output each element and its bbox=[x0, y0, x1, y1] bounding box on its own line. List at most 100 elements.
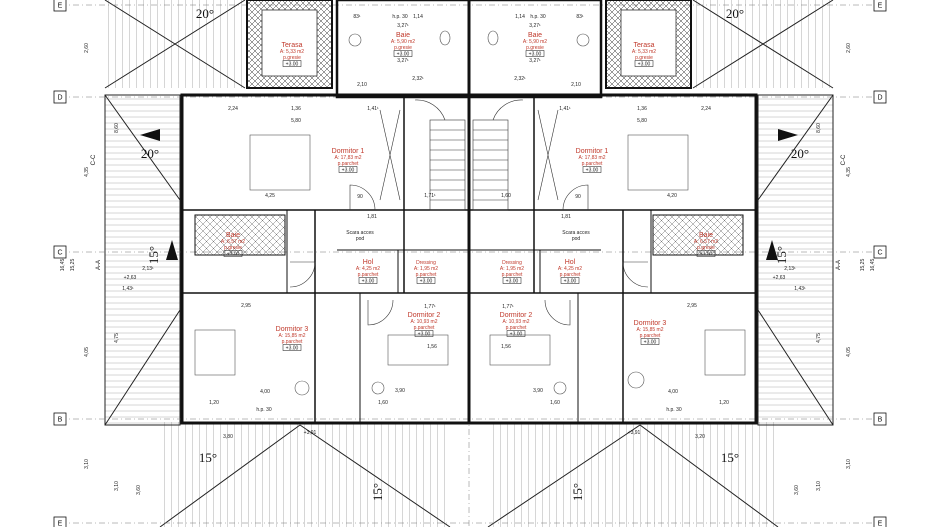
dim-mid: 5,80 bbox=[291, 118, 301, 124]
room-finish: p.parchet bbox=[282, 339, 303, 345]
dim-side-left: 4,05 bbox=[84, 347, 90, 357]
furniture bbox=[194, 30, 746, 396]
dim-bottom: 3,20 bbox=[695, 434, 705, 440]
room-level: +3.00 bbox=[586, 168, 599, 174]
dim-side-right: 3,60 bbox=[794, 485, 800, 495]
room-finish: p.parchet bbox=[358, 272, 379, 278]
grid-label-right-box bbox=[873, 90, 887, 104]
doors bbox=[289, 184, 649, 326]
roof-angle: 15° bbox=[146, 246, 161, 264]
room-label-4: Dormitor 1A: 17,83 m2p.parchet+3.00 bbox=[332, 148, 365, 174]
dim-side-right: 4,35 bbox=[846, 167, 852, 177]
room-label-5: Dormitor 1A: 17,83 m2p.parchet+3.00 bbox=[576, 148, 609, 174]
parapet-label: h.p. 30 bbox=[666, 407, 682, 413]
room-label-12: Dormitor 2A: 10,93 m2p.parchet+3.00 bbox=[408, 312, 441, 338]
dim-side-right: 4,05 bbox=[846, 347, 852, 357]
room-area: A: 5,90 m2 bbox=[523, 39, 547, 45]
roof-angle-labels: 20°20°20°20°15°15°15°15°15°15° bbox=[141, 6, 809, 501]
room-level: +3.00 bbox=[397, 52, 410, 58]
dim-top: 1,41¹ bbox=[559, 106, 571, 112]
room-area: A: 10,93 m2 bbox=[411, 319, 438, 325]
room-area: A: 15,85 m2 bbox=[279, 333, 306, 339]
room-level-box bbox=[634, 60, 654, 67]
room-area: A: 17,83 m2 bbox=[335, 155, 362, 161]
section-mark-cc: C-C bbox=[841, 154, 847, 165]
room-name: Hol bbox=[565, 259, 576, 266]
room-finish: p.gresie bbox=[394, 45, 412, 51]
dim-mid: 4,25 bbox=[265, 193, 275, 199]
parapet-label: h.p. 30 bbox=[256, 407, 272, 413]
room-name: Terasa bbox=[633, 42, 654, 49]
dim-bottom: 1,60 bbox=[550, 400, 560, 406]
dim-level: 1,43¹ bbox=[122, 286, 134, 292]
grid-label-right: E bbox=[878, 521, 883, 527]
room-name: Dormitor 3 bbox=[276, 326, 309, 333]
room-level: +3.00 bbox=[418, 332, 431, 338]
dim-mid: 4,20 bbox=[667, 193, 677, 199]
room-area: A: 6,57 m2 bbox=[694, 239, 718, 245]
room-level: +3.00 bbox=[342, 168, 355, 174]
room-finish: p.parchet bbox=[560, 272, 581, 278]
room-level: +3.00 bbox=[510, 332, 523, 338]
room-name: Dormitor 1 bbox=[576, 148, 609, 155]
room-area: A: 4,25 m2 bbox=[558, 266, 582, 272]
room-area: A: 1,95 m2 bbox=[500, 266, 524, 272]
room-finish: p.parchet bbox=[338, 161, 359, 167]
dim-side-left: 2,60 bbox=[84, 43, 90, 53]
dim-mid: 1,56 bbox=[427, 344, 437, 350]
room-level: +3.00 bbox=[564, 279, 577, 285]
dim-top: 2,10 bbox=[571, 82, 581, 88]
stair-note-line-2: pod bbox=[356, 236, 365, 242]
grid-label-left-box bbox=[53, 245, 67, 259]
stairs bbox=[379, 99, 559, 211]
parapet-label: h.p. 30 bbox=[530, 14, 546, 20]
dim-mid: 1,36 bbox=[291, 106, 301, 112]
room-area: A: 4,25 m2 bbox=[356, 266, 380, 272]
dim-top: 2,10 bbox=[357, 82, 367, 88]
dim-mid: 90 bbox=[575, 194, 581, 200]
room-name: Dressing bbox=[416, 260, 436, 266]
dim-mid: 3,90 bbox=[395, 388, 405, 394]
room-level-box bbox=[506, 330, 526, 337]
dim-side-left: 15,25 bbox=[70, 259, 76, 272]
section-mark-aa: A-A bbox=[836, 260, 842, 270]
room-level-box bbox=[338, 166, 358, 173]
room-level: +3.00 bbox=[362, 279, 375, 285]
grid-label-left-box bbox=[53, 90, 67, 104]
dim-mid: 5,80 bbox=[637, 118, 647, 124]
roof-angle: 15° bbox=[570, 483, 585, 501]
section-mark-aa: A-A bbox=[96, 260, 102, 270]
dim-side-right: 3,10 bbox=[846, 459, 852, 469]
terraces bbox=[246, 0, 692, 89]
room-area: A: 10,93 m2 bbox=[503, 319, 530, 325]
dim-side-left: 3,10 bbox=[84, 459, 90, 469]
room-name: Dormitor 1 bbox=[332, 148, 365, 155]
dim-mid: 2,95 bbox=[687, 303, 697, 309]
room-level: +3.00 bbox=[529, 52, 542, 58]
dim-level: +2,63 bbox=[773, 275, 786, 281]
dim-side-left: 3,10 bbox=[114, 481, 120, 491]
grid-label-right-box bbox=[873, 516, 887, 527]
room-level-box bbox=[282, 344, 302, 351]
dim-top: 3,27¹ bbox=[529, 23, 541, 29]
dim-top: 3,27¹ bbox=[529, 58, 541, 64]
room-level: +3.00 bbox=[286, 346, 299, 352]
room-level-box bbox=[223, 250, 243, 257]
room-level: +3.00 bbox=[644, 340, 657, 346]
room-finish: p.gresie bbox=[224, 245, 242, 251]
room-level: +3.00 bbox=[506, 279, 519, 285]
room-level: +3.00 bbox=[700, 252, 713, 258]
roof-angle: 15° bbox=[721, 450, 739, 465]
grid-label-right-box bbox=[873, 0, 887, 12]
grid-label-left-box bbox=[53, 516, 67, 527]
section-arrows bbox=[140, 129, 798, 260]
dim-top: 83¹ bbox=[353, 14, 361, 20]
dim-side-right: 4,75 bbox=[816, 333, 822, 343]
